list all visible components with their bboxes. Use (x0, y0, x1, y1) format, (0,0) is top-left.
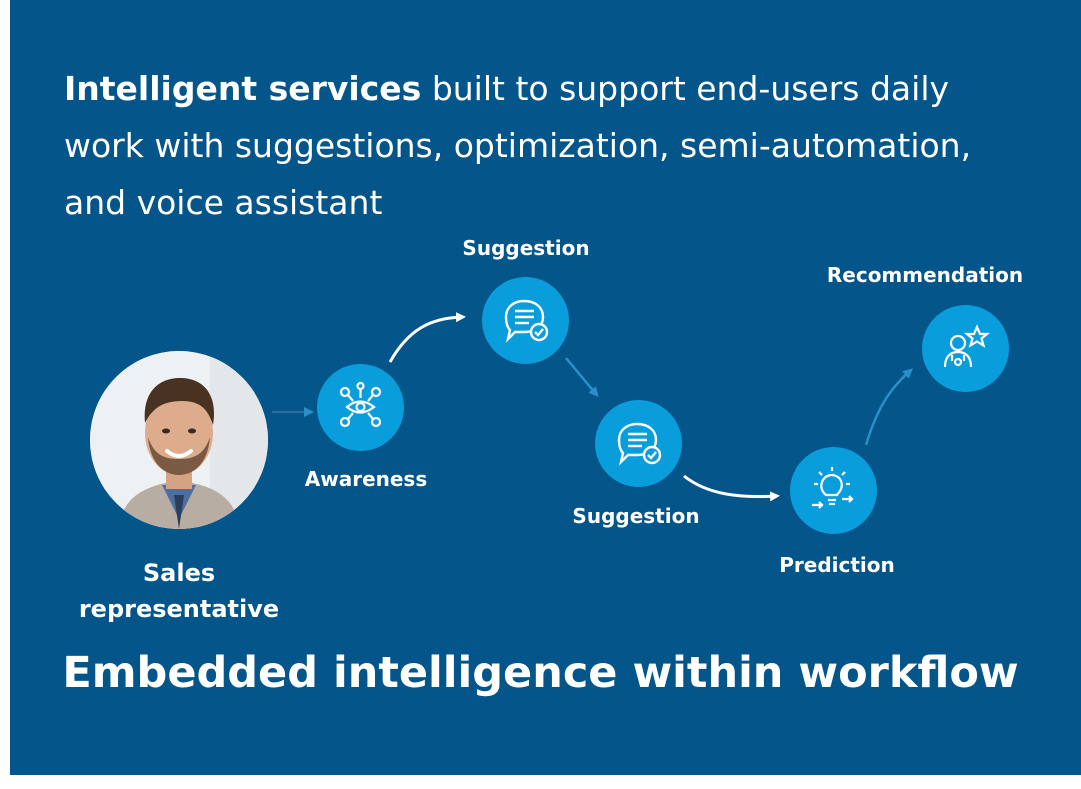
suggestion-label-1: Suggestion (462, 236, 590, 260)
arrow-suggestion-to-suggestion (565, 357, 599, 398)
prediction-node (790, 447, 877, 534)
suggestion-node-1 (482, 277, 569, 364)
persona-label-line2: representative (78, 595, 280, 623)
arrow-prediction-to-recommendation (864, 368, 914, 446)
suggestion-label-2: Suggestion (572, 504, 700, 528)
chat-check-icon (617, 422, 662, 466)
arrow-suggestion-to-prediction (683, 474, 780, 502)
headline: Embedded intelligence within workflow (62, 648, 1019, 698)
intro-line2: work with suggestions, optimization, sem… (64, 126, 972, 165)
recommendation-node (922, 305, 1009, 392)
intro-line1-rest: built to support end-users daily (421, 69, 950, 108)
persona-label-line1: Sales (142, 559, 216, 587)
intro-line3: and voice assistant (64, 183, 383, 222)
chat-check-icon (504, 299, 549, 343)
recommendation-label: Recommendation (826, 263, 1024, 287)
intro-bold: Intelligent services (64, 69, 422, 108)
lightbulb-icon (812, 467, 854, 509)
awareness-node (317, 364, 404, 451)
prediction-label: Prediction (779, 553, 895, 577)
suggestion-node-2 (595, 400, 682, 487)
intro-text: Intelligent services built to support en… (64, 60, 1054, 231)
awareness-label: Awareness (304, 467, 428, 491)
eye-network-icon (339, 381, 382, 428)
person-star-icon (943, 324, 991, 368)
arrow-awareness-to-suggestion (388, 312, 466, 363)
